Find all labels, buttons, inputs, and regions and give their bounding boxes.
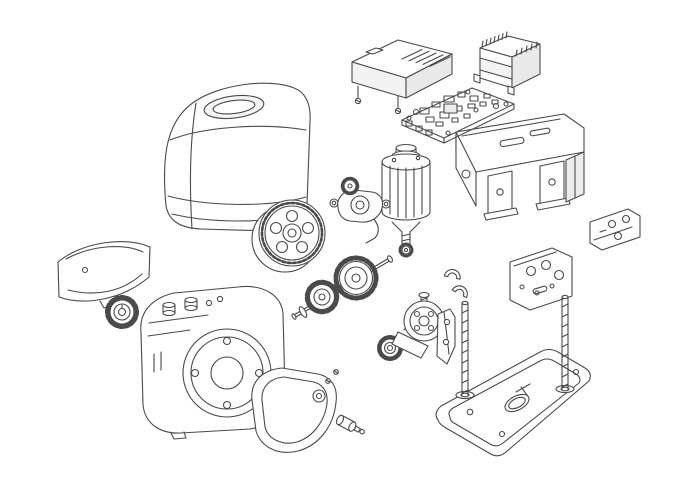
electric-motor — [381, 143, 431, 258]
idler-wheel-assembly — [391, 291, 445, 359]
corner-bracket — [589, 208, 641, 251]
mounting-bracket — [455, 113, 585, 221]
cover-plate — [509, 247, 573, 311]
side-cover — [57, 241, 151, 309]
lock-cylinder — [335, 414, 365, 435]
transformer — [473, 31, 541, 96]
control-board — [401, 87, 515, 144]
electronics-cover — [351, 39, 453, 115]
limit-switch-bracket — [436, 308, 456, 365]
pinion-gear — [105, 295, 139, 329]
drive-pulley — [251, 199, 326, 273]
release-bracket — [329, 176, 391, 244]
cable-clamps — [443, 268, 468, 299]
access-door — [251, 367, 339, 453]
diagram-root — [57, 31, 641, 457]
gearmotor-housing — [140, 285, 286, 440]
base-plate — [435, 348, 591, 457]
housing-cover — [163, 82, 311, 232]
worm-gear-assembly — [291, 255, 394, 320]
